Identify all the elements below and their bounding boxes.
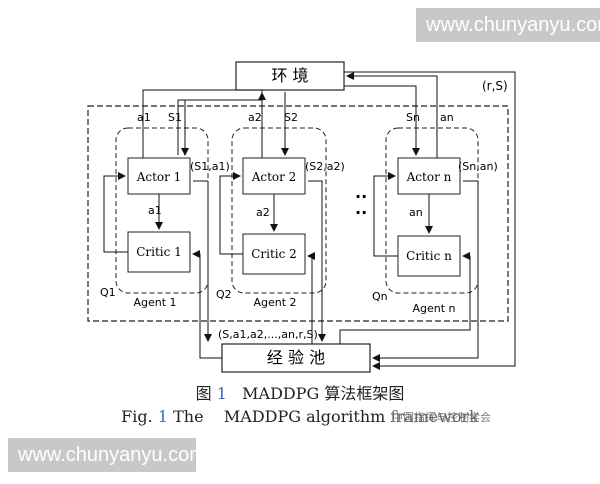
caption-cn-number: 1	[216, 384, 227, 403]
agent-2-mid-action: a2	[256, 206, 270, 219]
critic-1-label: Critic 1	[136, 245, 182, 259]
watermark-top: www.chunyanyu.com	[416, 8, 600, 42]
agent-n-boundary	[385, 127, 479, 294]
agent-2-action: a2	[248, 111, 262, 124]
critic-2-label: Critic 2	[251, 247, 297, 261]
actor-1-label: Actor 1	[136, 170, 182, 184]
pool-tuple-label: (S,a1,a2,...,an,r,S)	[218, 328, 318, 341]
experience-pool-label: 经 验 池	[267, 348, 325, 367]
environment-box	[235, 61, 345, 91]
critic-2-box	[242, 233, 306, 275]
source-watermark: 中国指挥与控制学会	[392, 409, 491, 425]
agent-2-pair: (S2,a2)	[305, 160, 345, 173]
agent-ellipsis-2: ..	[355, 199, 367, 218]
agent-n-action: an	[440, 111, 454, 124]
agent-n-state: Sn	[406, 111, 420, 124]
reward-state-label: (r,S)	[482, 79, 508, 93]
agent-2-state: S2	[284, 111, 298, 124]
agent-2-q: Q2	[216, 288, 232, 301]
agent-n-pair: (Sn,an)	[458, 160, 498, 173]
actor-n-label: Actor n	[406, 170, 452, 184]
agent-1-state: S1	[168, 111, 182, 124]
actor-2-label: Actor 2	[251, 170, 297, 184]
agent-1-action: a1	[137, 111, 151, 124]
watermark-bottom: www.chunyanyu.com	[8, 438, 206, 472]
environment-label: 环 境	[271, 66, 308, 85]
agent-2-label: Agent 2	[253, 296, 296, 309]
actor-n-box	[397, 157, 461, 195]
caption-english: Fig. 1 The MADDPG algorithm framework	[0, 407, 600, 426]
caption-en-text: The MADDPG algorithm framework	[173, 407, 479, 426]
agent-n-mid-action: an	[409, 206, 423, 219]
agent-1-mid-action: a1	[148, 204, 162, 217]
agent-1-pair: (S1,a1)	[190, 160, 230, 173]
caption-chinese: 图 1 MADDPG 算法框架图	[0, 380, 600, 404]
agent-1-q: Q1	[100, 286, 116, 299]
critic-n-label: Critic n	[406, 249, 452, 263]
caption-cn-text: MADDPG 算法框架图	[242, 384, 405, 403]
caption-cn-prefix: 图	[195, 384, 212, 403]
actor-1-box	[127, 157, 191, 195]
agent-2-boundary	[231, 127, 327, 294]
agent-1-label: Agent 1	[133, 296, 176, 309]
agent-n-label: Agent n	[412, 302, 455, 315]
system-boundary	[87, 105, 509, 322]
agent-1-boundary	[115, 127, 209, 294]
caption-en-prefix: Fig.	[121, 407, 153, 426]
agent-n-q: Qn	[372, 290, 388, 303]
agent-ellipsis: ..	[355, 183, 367, 202]
caption-en-number: 1	[157, 407, 168, 426]
